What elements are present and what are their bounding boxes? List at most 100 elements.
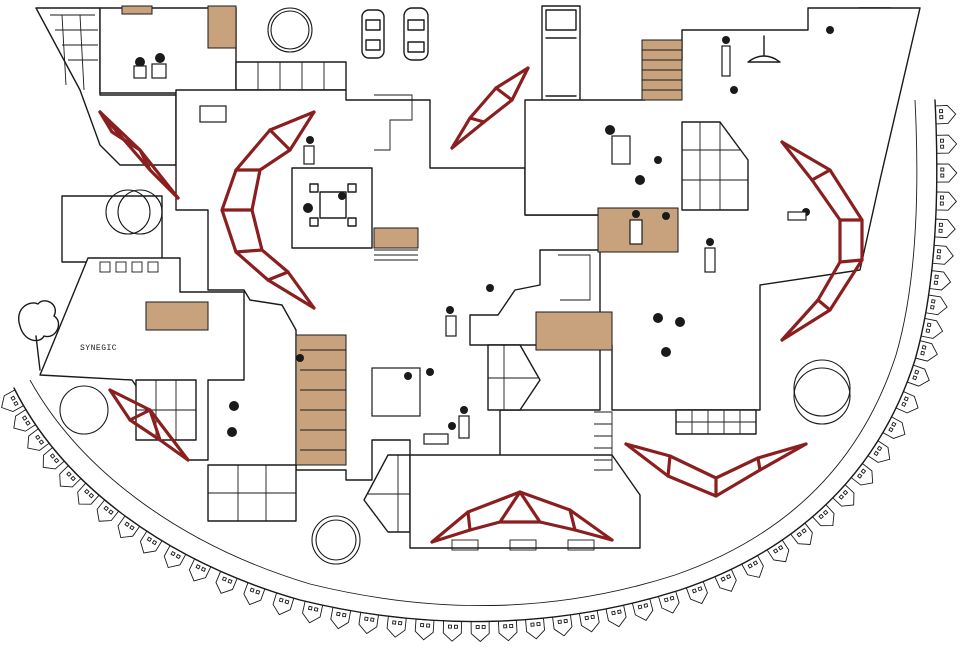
left-room	[61, 195, 163, 263]
house-icon	[13, 408, 37, 432]
house-icon	[42, 446, 65, 470]
house-icon	[605, 604, 627, 628]
circle-pad-lower-left	[59, 385, 109, 435]
house-icon	[934, 104, 957, 125]
house-icon	[766, 539, 790, 563]
person-figure	[151, 53, 167, 79]
house-icon	[188, 558, 212, 582]
house-icon	[925, 294, 948, 316]
house-icon	[96, 499, 120, 522]
person-figure	[296, 354, 304, 362]
house-icon	[790, 522, 813, 545]
circle-pad-left-inner	[117, 189, 163, 235]
house-icon	[27, 428, 50, 451]
truss-top-centre	[450, 66, 530, 150]
house-icon	[850, 462, 874, 486]
house-icon	[77, 482, 100, 505]
circle-pad-bottom	[311, 515, 361, 565]
house-icon	[358, 611, 380, 635]
person-figure	[371, 367, 434, 417]
perimeter-houses	[1, 104, 958, 643]
stair-outline-top	[374, 94, 413, 151]
circle-pad-top	[267, 7, 313, 53]
truss-top-left	[98, 110, 180, 200]
person-figure	[787, 208, 810, 221]
circle-pad-bottom-inner	[315, 519, 357, 561]
truss-bottom-centre	[430, 490, 614, 544]
truss-bottom-right	[624, 442, 808, 498]
person-figure	[486, 284, 494, 292]
house-icon	[932, 244, 954, 265]
umbrella-icon	[747, 35, 781, 63]
house-icon	[386, 615, 407, 638]
house-icon	[657, 590, 680, 614]
person-figure	[704, 238, 716, 273]
house-icon	[934, 218, 956, 239]
person-figure	[654, 156, 662, 164]
wood-stair-top	[207, 5, 237, 49]
person-figure	[303, 136, 315, 165]
truss-left-large	[220, 110, 316, 310]
person-figure	[730, 86, 738, 94]
window-grid-top-left	[50, 14, 98, 91]
house-icon	[867, 440, 891, 463]
house-icon	[685, 581, 708, 605]
person-figure	[826, 26, 834, 34]
person-figure	[458, 406, 470, 439]
house-icon	[929, 270, 952, 291]
circle-pad-top-inner	[270, 10, 310, 50]
person-figure	[445, 306, 457, 337]
circle-pad-left	[105, 189, 151, 235]
house-icon	[906, 364, 930, 387]
person-figure	[423, 422, 456, 445]
people	[133, 26, 834, 445]
stair-treads-lower	[300, 349, 346, 451]
person-figure	[662, 212, 670, 220]
window-strip-divisions	[257, 62, 325, 90]
meeting-table	[309, 183, 357, 227]
chairs-bottom	[451, 539, 595, 551]
person-figure	[133, 57, 147, 79]
person-figure	[338, 192, 346, 200]
wood-stair-lower	[295, 334, 347, 466]
wood-floor-top-small	[121, 5, 153, 15]
house-icon	[832, 484, 855, 507]
house-icon	[330, 606, 352, 630]
window-grid-bottom-centre	[363, 454, 411, 533]
person-figure	[303, 203, 313, 213]
inner-boundary	[29, 99, 918, 607]
circle-pad-right	[793, 359, 851, 417]
house-icon	[935, 134, 958, 154]
house-icon	[714, 568, 737, 592]
person-figure	[629, 210, 643, 245]
house-icon	[59, 465, 82, 488]
tree-icon	[18, 300, 60, 371]
house-icon	[882, 416, 906, 439]
house-icon	[741, 554, 764, 578]
sign-label: SYNEGIC	[80, 344, 117, 353]
house-icon	[578, 610, 600, 633]
truck-icon	[541, 5, 581, 103]
person-figure	[721, 36, 731, 77]
person-figure	[635, 175, 645, 185]
house-icon	[442, 620, 463, 642]
house-icon	[497, 619, 518, 642]
car-icon	[361, 9, 385, 59]
wood-stair-mid	[535, 311, 613, 351]
wood-deck-left	[145, 301, 209, 331]
truss-bottom-left	[108, 388, 190, 462]
house-icon	[302, 600, 324, 624]
house-icon	[243, 582, 266, 606]
window-grid-lines	[208, 465, 296, 521]
stair-outline-lower-right	[594, 411, 613, 471]
stair-outline-lower-right-steps	[594, 423, 612, 461]
stair-central	[373, 227, 419, 249]
house-icon	[631, 598, 654, 621]
person-figure	[605, 125, 631, 165]
house-icon	[272, 592, 295, 616]
counter-divisions	[676, 410, 756, 434]
person-figure	[227, 401, 239, 437]
house-icon	[525, 617, 545, 640]
truss-right	[780, 140, 864, 342]
